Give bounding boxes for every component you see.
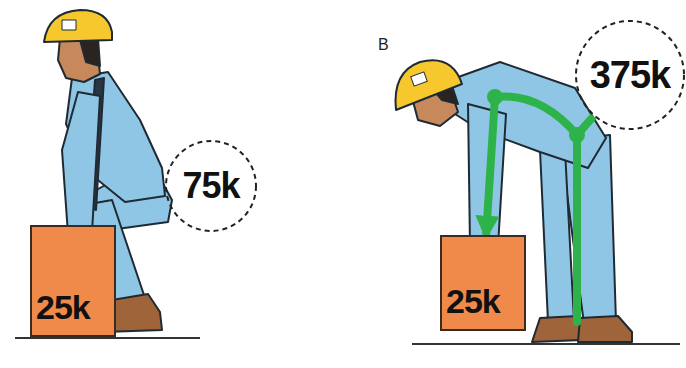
load-box: 25k (30, 225, 116, 337)
weight-label: 375k (588, 54, 673, 96)
load-box: 25k (440, 235, 526, 331)
leg-line (573, 135, 581, 322)
weight-text-wrap: 375k (575, 54, 685, 97)
bent-worker (396, 60, 633, 342)
weight-text-wrap: 25k (446, 282, 500, 321)
circle-outline (166, 141, 256, 231)
weight-label: 25k (446, 282, 500, 320)
load-circle: 375k (575, 20, 685, 130)
weight-text-wrap: 75k (165, 165, 257, 207)
circle-outline (576, 21, 684, 129)
weight-label: 25k (36, 288, 90, 326)
load-circle: 75k (165, 140, 257, 232)
ground-line (412, 343, 680, 345)
shoulder-joint (487, 89, 503, 105)
weight-text-wrap: 25k (36, 288, 90, 327)
force-arrow (486, 96, 593, 235)
panel-letter: B (378, 36, 389, 54)
weight-label: 75k (180, 165, 241, 206)
ground-line (15, 337, 200, 339)
hip-joint (569, 127, 585, 143)
